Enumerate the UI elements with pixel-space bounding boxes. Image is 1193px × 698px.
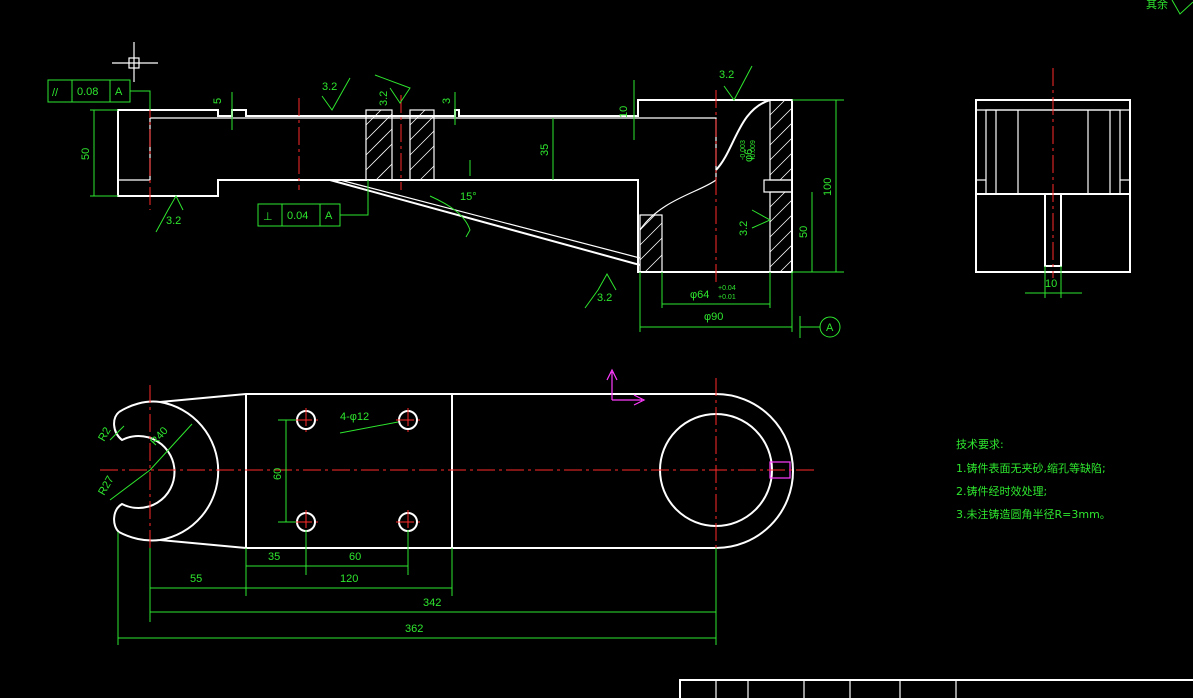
dim-35: 35 — [539, 144, 551, 156]
front-view: 50 5 3 10 35 100 50 φ6 -0.003 -0.009 φ64… — [47, 65, 844, 338]
corner-roughness-fragment: 其余 — [1146, 0, 1193, 15]
tol-phi6-lower: -0.009 — [750, 140, 757, 160]
dim-r2: R2 — [96, 425, 113, 443]
svg-text:3.2: 3.2 — [597, 292, 612, 304]
side-view: 10 — [975, 68, 1131, 298]
dim-60-vert: 60 — [272, 468, 284, 480]
tech-note-1: 1.铸件表面无夹砂,缩孔等缺陷; — [956, 462, 1106, 475]
svg-text:⊥: ⊥ — [263, 211, 273, 223]
tech-notes-title: 技术要求: — [956, 438, 1004, 451]
dim-phi90: φ90 — [704, 311, 723, 323]
dim-50-right: 50 — [798, 226, 810, 238]
dim-100: 100 — [822, 178, 834, 196]
gdt-perpendicular-frame: ⊥ 0.04 A — [257, 180, 369, 227]
dim-5: 5 — [212, 98, 224, 104]
dim-10: 10 — [618, 106, 630, 118]
tol-phi64-upper: +0.04 — [718, 285, 736, 292]
dim-r40: R40 — [148, 425, 170, 448]
svg-text:A: A — [826, 322, 834, 334]
dim-342: 342 — [423, 597, 441, 609]
svg-text://: // — [52, 87, 59, 99]
side-dim-10: 10 — [1045, 278, 1057, 290]
dim-holes: 4-φ12 — [340, 411, 369, 423]
dim-362: 362 — [405, 623, 423, 635]
hatch-left — [365, 109, 435, 181]
dim-angle: 15° — [460, 191, 477, 203]
dim-60: 60 — [349, 551, 361, 563]
dim-35: 35 — [268, 551, 280, 563]
tech-note-2: 2.铸件经时效处理; — [956, 485, 1048, 498]
svg-text:3.2: 3.2 — [719, 69, 734, 81]
dim-phi6: φ6 — [743, 149, 755, 162]
crosshair-cursor — [112, 42, 158, 82]
datum-a: A — [799, 316, 841, 338]
dim-phi64: φ64 — [690, 289, 709, 301]
svg-text:0.08: 0.08 — [77, 86, 98, 98]
dim-55: 55 — [190, 573, 202, 585]
svg-text:A: A — [115, 86, 123, 98]
mounting-holes — [294, 408, 420, 534]
tol-phi6-upper: -0.003 — [740, 140, 747, 160]
dim-120: 120 — [340, 573, 358, 585]
dim-50-left: 50 — [80, 148, 92, 160]
hatch-right — [639, 99, 793, 273]
svg-text:0.04: 0.04 — [287, 210, 308, 222]
tol-phi64-lower: +0.01 — [718, 294, 736, 301]
dim-3: 3 — [441, 98, 453, 104]
dim-r27: R27 — [96, 474, 116, 497]
tech-note-3: 3.未注铸造圆角半径R=3mm。 — [956, 508, 1111, 521]
top-view: R40 R2 R27 4-φ12 60 35 60 55 120 342 362 — [96, 378, 815, 645]
svg-text:3.2: 3.2 — [738, 221, 750, 236]
gdt-parallel-frame: // 0.08 A — [47, 79, 151, 110]
svg-text:其余: 其余 — [1146, 0, 1168, 11]
svg-text:A: A — [325, 210, 333, 222]
svg-text:3.2: 3.2 — [322, 81, 337, 93]
ucs-icon — [606, 368, 646, 406]
roughness-symbols: 3.2 3.2 3.2 3.2 3.2 3.2 — [155, 65, 772, 309]
svg-text:3.2: 3.2 — [166, 215, 181, 227]
svg-text:3.2: 3.2 — [378, 91, 390, 106]
title-block — [679, 679, 1193, 698]
